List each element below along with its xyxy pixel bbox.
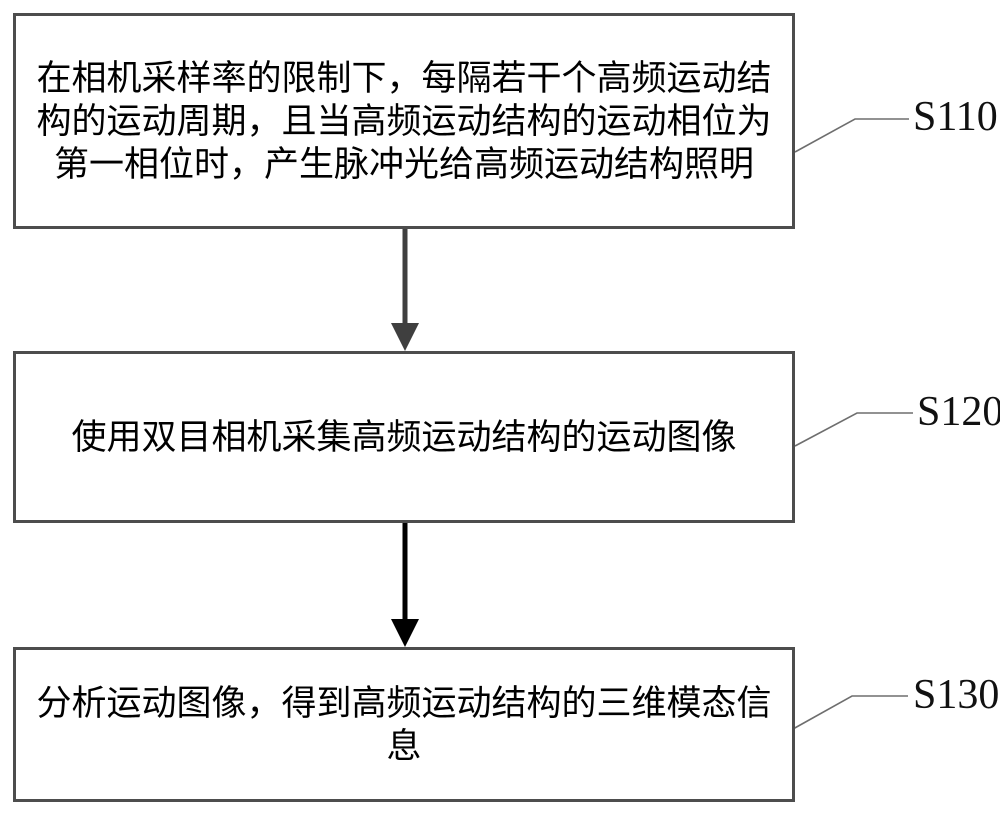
- connector-arrow-s120-s130: [391, 523, 419, 647]
- step-label-s120: S120: [917, 389, 1000, 435]
- leader-line-s110: [794, 118, 909, 153]
- step-label-s110: S110: [913, 94, 998, 140]
- flow-step-text: 使用双目相机采集高频运动结构的运动图像: [71, 417, 737, 457]
- leader-line-s130: [792, 695, 908, 730]
- connector-arrow-s110-s120: [391, 229, 419, 351]
- arrow-down-icon: [391, 619, 419, 647]
- flow-step-text: 在相机采样率的限制下，每隔若干个高频运动结构的运动周期，且当高频运动结构的运动相…: [36, 58, 772, 184]
- flow-step-box-s110: 在相机采样率的限制下，每隔若干个高频运动结构的运动周期，且当高频运动结构的运动相…: [13, 13, 795, 229]
- arrow-down-icon: [391, 323, 419, 351]
- flow-step-text: 分析运动图像，得到高频运动结构的三维模态信息: [36, 683, 772, 766]
- leader-line-s120: [794, 412, 913, 447]
- flow-step-box-s120: 使用双目相机采集高频运动结构的运动图像: [13, 351, 795, 523]
- flow-step-box-s130: 分析运动图像，得到高频运动结构的三维模态信息: [13, 647, 795, 802]
- step-label-s130: S130: [913, 672, 1000, 718]
